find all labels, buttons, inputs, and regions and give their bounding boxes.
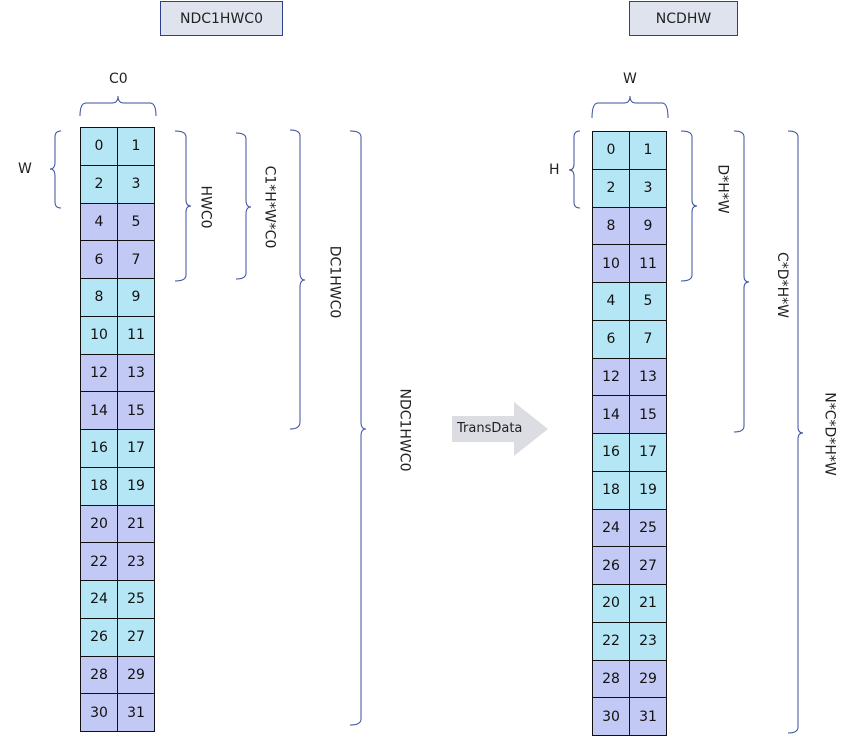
memory-cell: 18 — [592, 470, 630, 510]
memory-cell: 3 — [117, 164, 155, 204]
memory-cell: 16 — [80, 429, 118, 468]
left-w-brace — [49, 130, 62, 209]
left-c0-brace — [79, 95, 157, 117]
memory-cell: 31 — [117, 693, 155, 732]
memory-cell: 27 — [629, 546, 667, 585]
memory-cell: 14 — [80, 391, 118, 430]
memory-cell: 2 — [592, 168, 630, 208]
left-hwc0-label: HWC0 — [197, 185, 214, 229]
right-ncdhw-label: N*C*D*H*W — [821, 392, 838, 476]
left-c1hwc0-label: C1*H*W*C0 — [261, 165, 278, 249]
memory-cell: 4 — [592, 282, 630, 321]
memory-cell: 11 — [117, 315, 155, 355]
memory-cell: 23 — [117, 542, 155, 581]
memory-cell: 19 — [117, 466, 155, 506]
memory-cell: 7 — [117, 240, 155, 279]
memory-cell: 3 — [629, 168, 667, 208]
memory-cell: 12 — [592, 357, 630, 397]
memory-cell: 23 — [629, 621, 667, 661]
memory-cell: 12 — [80, 353, 118, 393]
memory-cell: 26 — [80, 617, 118, 657]
left-hwc0-brace — [174, 130, 192, 282]
memory-cell: 1 — [629, 131, 667, 170]
left-dc1hwc0-brace — [289, 129, 306, 430]
right-layout-title: NCDHW — [629, 1, 738, 36]
memory-cell: 5 — [629, 282, 667, 321]
memory-cell: 24 — [592, 508, 630, 548]
right-cdhw-brace — [733, 130, 750, 433]
left-ndc1hwc0-brace — [349, 130, 367, 726]
memory-cell: 29 — [629, 659, 667, 699]
memory-cell: 20 — [592, 584, 630, 623]
memory-cell: 6 — [592, 319, 630, 359]
memory-cell: 17 — [629, 433, 667, 472]
memory-cell: 30 — [592, 697, 630, 736]
memory-cell: 0 — [592, 131, 630, 170]
memory-cell: 14 — [592, 395, 630, 434]
memory-cell: 26 — [592, 546, 630, 585]
memory-cell: 17 — [117, 429, 155, 468]
memory-cell: 19 — [629, 470, 667, 510]
right-h-brace — [568, 130, 581, 209]
left-layout-title: NDC1HWC0 — [160, 1, 283, 36]
memory-cell: 31 — [629, 697, 667, 736]
memory-cell: 11 — [629, 244, 667, 283]
memory-cell: 5 — [117, 202, 155, 242]
left-c0-label: C0 — [109, 71, 128, 87]
left-ndc1hwc0-label: NDC1HWC0 — [396, 388, 413, 472]
left-dc1hwc0-label: DC1HWC0 — [326, 245, 343, 319]
memory-cell: 8 — [592, 206, 630, 246]
transdata-label: TransData — [457, 421, 523, 436]
memory-cell: 22 — [592, 621, 630, 661]
left-w-label: W — [18, 161, 32, 177]
right-cdhw-label: C*D*H*W — [773, 252, 790, 318]
memory-cell: 9 — [629, 206, 667, 246]
memory-cell: 8 — [80, 278, 118, 317]
memory-cell: 25 — [117, 580, 155, 619]
memory-cell: 21 — [629, 584, 667, 623]
memory-cell: 28 — [80, 655, 118, 695]
transdata-arrow-icon — [452, 402, 548, 456]
right-ncdhw-brace — [787, 130, 804, 734]
memory-cell: 21 — [117, 504, 155, 544]
right-w-label: W — [623, 71, 637, 87]
memory-cell: 9 — [117, 278, 155, 317]
memory-cell: 13 — [117, 353, 155, 393]
memory-cell: 7 — [629, 319, 667, 359]
memory-cell: 13 — [629, 357, 667, 397]
memory-cell: 24 — [80, 580, 118, 619]
right-h-label: H — [549, 162, 560, 178]
memory-cell: 15 — [117, 391, 155, 430]
memory-cell: 18 — [80, 466, 118, 506]
memory-cell: 30 — [80, 693, 118, 732]
memory-cell: 1 — [117, 127, 155, 166]
memory-cell: 15 — [629, 395, 667, 434]
memory-cell: 22 — [80, 542, 118, 581]
memory-cell: 27 — [117, 617, 155, 657]
right-dhw-brace — [680, 130, 698, 282]
right-dhw-label: D*H*W — [714, 164, 731, 214]
memory-cell: 25 — [629, 508, 667, 548]
memory-cell: 16 — [592, 433, 630, 472]
memory-cell: 0 — [80, 127, 118, 166]
memory-cell: 4 — [80, 202, 118, 242]
memory-cell: 6 — [80, 240, 118, 279]
memory-cell: 2 — [80, 164, 118, 204]
memory-cell: 10 — [592, 244, 630, 283]
left-c1hwc0-brace — [235, 132, 252, 280]
memory-cell: 29 — [117, 655, 155, 695]
memory-cell: 28 — [592, 659, 630, 699]
right-w-brace — [591, 95, 669, 119]
memory-cell: 20 — [80, 504, 118, 544]
memory-cell: 10 — [80, 315, 118, 355]
